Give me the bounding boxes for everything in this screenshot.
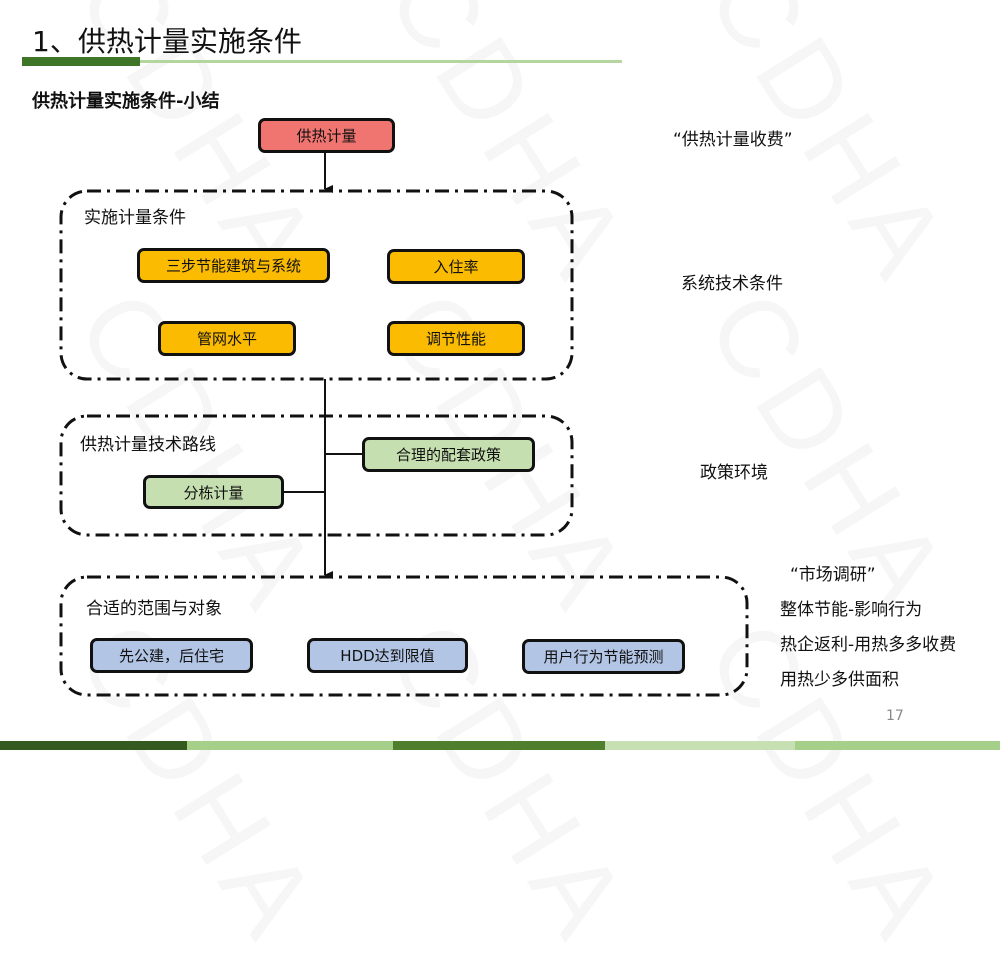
note-market-line: 用热少多供面积 (780, 670, 899, 690)
node-regulation-performance: 调节性能 (387, 321, 525, 356)
note-policy-env: 政策环境 (700, 463, 768, 483)
node-occupancy-rate: 入住率 (387, 249, 525, 284)
footer-bar-segment (795, 741, 1000, 750)
section-subtitle: 供热计量实施条件-小结 (32, 91, 220, 112)
node-building-metering: 分栋计量 (143, 475, 284, 509)
footer-bar-segment (0, 741, 187, 750)
node-hdd-limit: HDD达到限值 (307, 638, 468, 673)
group-box-tech-route (59, 414, 574, 537)
group-box-scope (59, 575, 749, 697)
node-three-step-energy-saving: 三步节能建筑与系统 (137, 248, 330, 283)
node-heat-metering: 供热计量 (258, 118, 395, 153)
group-label-implementation: 实施计量条件 (84, 208, 186, 228)
node-supporting-policy: 合理的配套政策 (362, 437, 535, 472)
flow-diagram (59, 152, 749, 697)
node-user-behavior-prediction: 用户行为节能预测 (522, 639, 685, 674)
note-system-tech: 系统技术条件 (681, 274, 783, 294)
title-underline-accent (22, 57, 140, 66)
note-market-line: 热企返利-用热多多收费 (780, 635, 957, 655)
node-public-first: 先公建，后住宅 (90, 638, 253, 673)
footer-bar-segment (187, 741, 393, 750)
title-underline (140, 60, 622, 63)
group-label-scope: 合适的范围与对象 (86, 599, 222, 619)
note-market-title: “市场调研” (790, 565, 876, 585)
group-box-implementation (59, 189, 574, 381)
node-pipe-network-level: 管网水平 (158, 321, 296, 356)
note-market-line: 整体节能-影响行为 (780, 600, 923, 620)
footer-bar-segment (393, 741, 605, 750)
page-title: 1、供热计量实施条件 (32, 25, 302, 58)
page-number: 17 (886, 708, 904, 724)
note-metering-fee: “供热计量收费” (673, 130, 793, 150)
footer-bar-segment (605, 741, 795, 750)
group-label-tech-route: 供热计量技术路线 (80, 435, 216, 455)
